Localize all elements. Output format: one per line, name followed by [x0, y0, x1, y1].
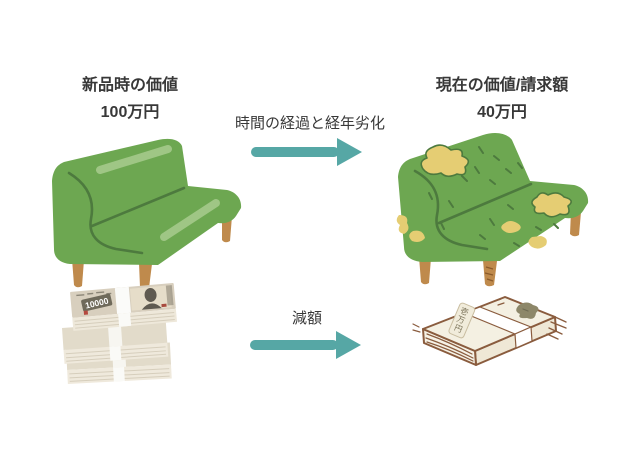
current-value-amount: 40万円	[477, 104, 527, 121]
new-value-amount: 100万円	[100, 104, 160, 121]
money-bundle-illustration: 壱 万 円	[412, 296, 567, 366]
portrait-head	[144, 287, 157, 302]
paper-band-front	[514, 326, 533, 349]
current-value-title: 現在の価値/請求額 40万円	[402, 72, 602, 126]
money-stack-illustration: 10000	[62, 283, 178, 384]
bundle-outline-group: 壱 万 円	[412, 296, 567, 366]
sofa-crease-lines	[67, 171, 186, 255]
sofa-crease-lines	[413, 169, 533, 251]
corner-print-marks	[494, 298, 505, 306]
right-edge-sketch-lines	[546, 315, 567, 340]
time-arrow-right-icon	[251, 138, 362, 166]
red-seal	[161, 303, 167, 308]
reduction-arrow-right-icon	[250, 331, 361, 359]
arrow-shaft	[251, 147, 339, 157]
top-bundle: 10000	[70, 283, 178, 331]
band-label-plaque: 壱 万 円	[448, 302, 476, 339]
paper-band	[114, 286, 132, 314]
sofa-highlight-stripes	[96, 145, 220, 241]
portrait-shoulders	[141, 303, 162, 310]
band-label-text: 壱 万 円	[452, 305, 472, 335]
worn-patches	[396, 144, 572, 249]
sofa-legs	[72, 215, 232, 290]
current-value-title-line1: 現在の価値/請求額	[435, 77, 569, 94]
red-seal	[83, 310, 89, 315]
time-deterioration-label: 時間の経過と経年劣化	[234, 115, 385, 132]
bill-edge-lines	[412, 323, 474, 362]
arrow-shaft	[250, 340, 338, 350]
scratch-dashes	[428, 146, 559, 247]
reduction-label: 減額	[291, 310, 322, 327]
new-sofa-illustration	[52, 138, 242, 290]
worn-sofa-illustration	[396, 132, 589, 287]
new-value-title: 新品時の価値 100万円	[30, 72, 230, 126]
tiny-print-marks	[76, 291, 112, 297]
bill-value-box: 10000	[81, 293, 113, 312]
arrow-head	[336, 331, 361, 359]
new-value-title-line1: 新品時の価値	[81, 77, 178, 94]
arrow-head	[337, 138, 362, 166]
leg-scratches	[484, 266, 494, 282]
